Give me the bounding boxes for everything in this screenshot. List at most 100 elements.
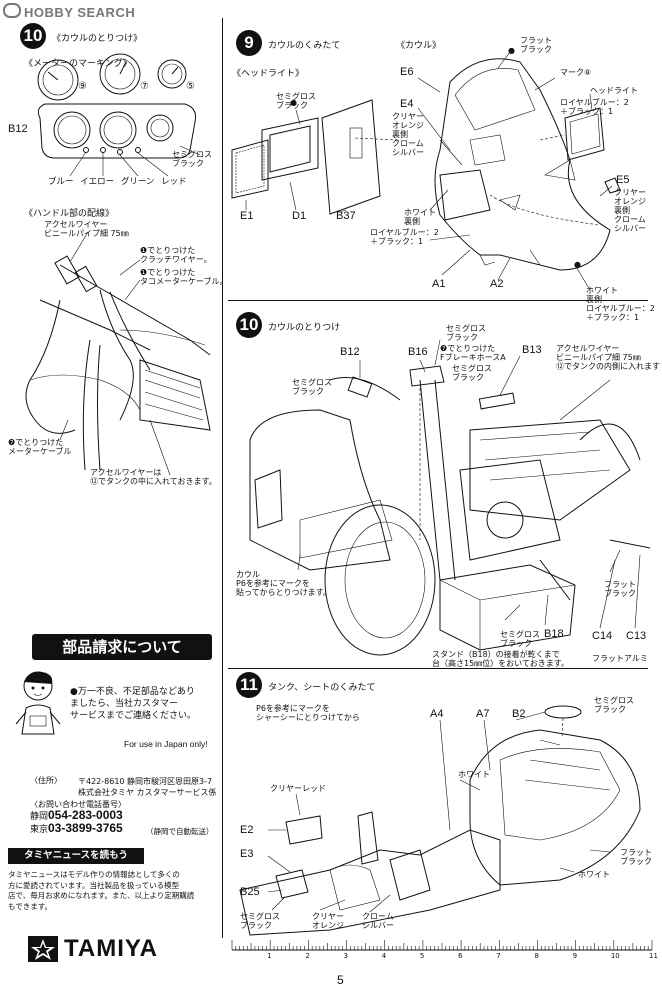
headlight-label: ヘッドライト: [590, 86, 638, 95]
part-b13-label: B13: [522, 344, 542, 356]
part-e3-label: E3: [240, 848, 254, 860]
upper-cowl-icon: [434, 58, 611, 271]
stand-block-icon: [439, 564, 576, 651]
ruler-tick-label: 6: [458, 952, 463, 960]
phone2-number: 03-3899-3765: [48, 821, 123, 835]
front-wheel-icon: [324, 504, 436, 656]
white-back-label-1: ホワイト 裏側: [404, 208, 436, 226]
step-number-11: 11: [236, 672, 262, 698]
brand-text: TAMIYA: [64, 935, 159, 962]
flat-black-label-tank: フラット ブラック: [620, 848, 652, 866]
speedometer-decal-icon: [99, 53, 141, 95]
customer-service-mascot-icon: [15, 671, 61, 735]
paint-bullet-icon: ●: [290, 98, 297, 107]
part-b2-label: B2: [512, 708, 526, 720]
semi-gloss-label-plate: セミグロス ブラック: [240, 912, 280, 930]
engine-icon: [459, 459, 561, 561]
ruler-tick-label: 8: [534, 952, 539, 960]
step-number-9: 9: [236, 30, 262, 56]
address-text: 〒422-8610 静岡市駿河区恩田原3-7 株式会社タミヤ カスタマーサービス…: [78, 777, 217, 797]
fuel-tank-icon: [469, 729, 641, 886]
white-label-seat: ホワイト: [578, 870, 610, 879]
stand-drying-note: スタンド（B18）の接着が乾くまで 台（高さ15㎜位）をおいておきます。: [432, 650, 569, 668]
cowl-decal-note: カウル P6を参考にマークを 貼ってからとりつけます。: [236, 570, 331, 597]
parts-request-heading: 部品請求について: [32, 634, 212, 660]
step-number-10a: 10: [20, 23, 46, 49]
tamiya-star-icon: [28, 936, 58, 962]
flat-black-label-stand: フラット ブラック: [604, 580, 636, 598]
semi-gloss-label-cap: セミグロス ブラック: [594, 696, 634, 714]
step10a-title: 《カウルのとりつけ》: [52, 34, 143, 44]
phone-label: 〈お問い合わせ電話番号〉: [30, 800, 126, 809]
semi-gloss-label-b18: セミグロス ブラック: [500, 630, 540, 648]
mark8-label: マーク⑧: [560, 68, 592, 77]
ruler-tick-label: 10: [610, 952, 620, 960]
temp-gauge-decal-icon: [157, 59, 187, 89]
step11-title: タンク、シートのくみたて: [268, 683, 376, 693]
flat-aluminum-label: フラットアルミ: [592, 654, 648, 663]
step9-title: カウルのくみたて: [268, 41, 341, 51]
ruler-tick-label: 3: [343, 952, 348, 960]
part-e5-label: E5: [616, 174, 630, 186]
clutch-wire-note: ❶でとりつけた クラッチワイヤー。: [140, 246, 212, 264]
column-divider: [222, 18, 223, 938]
handlebar-wiring-drawing: [25, 231, 211, 476]
seat-chassis-icon: [239, 829, 501, 936]
meter-cluster-drawing: [37, 103, 201, 177]
ruler-tick-label: 4: [381, 952, 387, 960]
handlebar-wiring-subtitle: 《ハンドル部の配線》: [24, 209, 115, 219]
headlight-housing-b37-icon: [321, 99, 381, 215]
meter-paint-callout: セミグロス ブラック: [172, 150, 212, 168]
news-heading: タミヤニュースを読もう: [8, 848, 144, 864]
brake-hose-note: ❼でとりつけた FブレーキホースA: [440, 344, 506, 362]
part-b25-label: B25: [240, 886, 260, 898]
meter-cable-note: ❼でとりつけた メーターケーブル: [8, 438, 72, 456]
semi-gloss-label-headlight: セミグロス ブラック: [276, 92, 316, 110]
phone1-number: 054-283-0003: [48, 808, 123, 822]
ruler-tick-label: 5: [419, 952, 425, 960]
decal-9-label: ⑨: [78, 81, 87, 92]
semi-gloss-label-center: セミグロス ブラック: [452, 364, 492, 382]
phone2-note: （静岡で自動転送）: [146, 827, 214, 836]
paint-bullet-icon: ●: [574, 260, 581, 269]
front-cowl-icon: [249, 409, 391, 571]
part-a1-label: A1: [432, 278, 446, 290]
watermark: HOBBY SEARCH: [3, 3, 135, 20]
clear-orange-label-1: クリヤー オレンジ 裏側 クローム シルバー: [392, 112, 424, 157]
part-e6-label: E6: [400, 66, 414, 78]
cowl-subtitle: 《カウル》: [396, 41, 442, 51]
watermark-logo-icon: [3, 3, 21, 18]
section-divider-2: [228, 668, 648, 669]
semi-gloss-label-b16: セミグロス ブラック: [446, 324, 486, 342]
accel-wire-label: アクセルワイヤー ビニールパイプ細 75㎜: [44, 220, 129, 238]
tachometer-decal-icon: [37, 59, 79, 101]
part-b18-label: B18: [544, 628, 564, 640]
phone1-city: 静岡: [30, 812, 49, 822]
part-a7-label: A7: [476, 708, 490, 720]
frame-icon: [469, 419, 631, 521]
meter-marking-subtitle: 《メーターのマーキング》: [24, 59, 132, 69]
part-e4-label: E4: [400, 98, 414, 110]
phone2-city: 東京: [30, 825, 49, 835]
step10b-title: カウルのとりつけ: [268, 323, 341, 333]
ruler-tick-label: 9: [572, 952, 578, 960]
ruler-tick-label: 11: [649, 952, 658, 960]
part-e1-label: E1: [240, 210, 254, 222]
chrome-silver-label: クローム シルバー: [362, 912, 394, 930]
clear-red-label: クリヤーレッド: [270, 784, 326, 793]
parts-request-body: ●万一不良、不足部品などあり ましたら、当社カスタマー サービスまでご連絡くださ…: [70, 687, 197, 721]
decal-5-label: ⑤: [186, 81, 195, 92]
ruler-tick-label: 1: [267, 952, 272, 960]
part-b37-label: B37: [336, 210, 356, 222]
part-b12-label: B12: [8, 123, 28, 135]
part-c14-label: C14: [592, 630, 613, 642]
part-a2-label: A2: [490, 278, 504, 290]
royal-blue-label-3: ロイヤルブルー：2 ＋ブラック：1: [586, 304, 655, 322]
accel-wire-attach-note: アクセルワイヤー ビニールパイプ細 75㎜ ⑫でタンクの内側に入れます: [556, 344, 660, 371]
headlight-lens-e1-icon: [231, 139, 269, 199]
license-plate-b25-icon: [275, 869, 309, 899]
paint-bullet-icon: ●: [508, 46, 515, 55]
